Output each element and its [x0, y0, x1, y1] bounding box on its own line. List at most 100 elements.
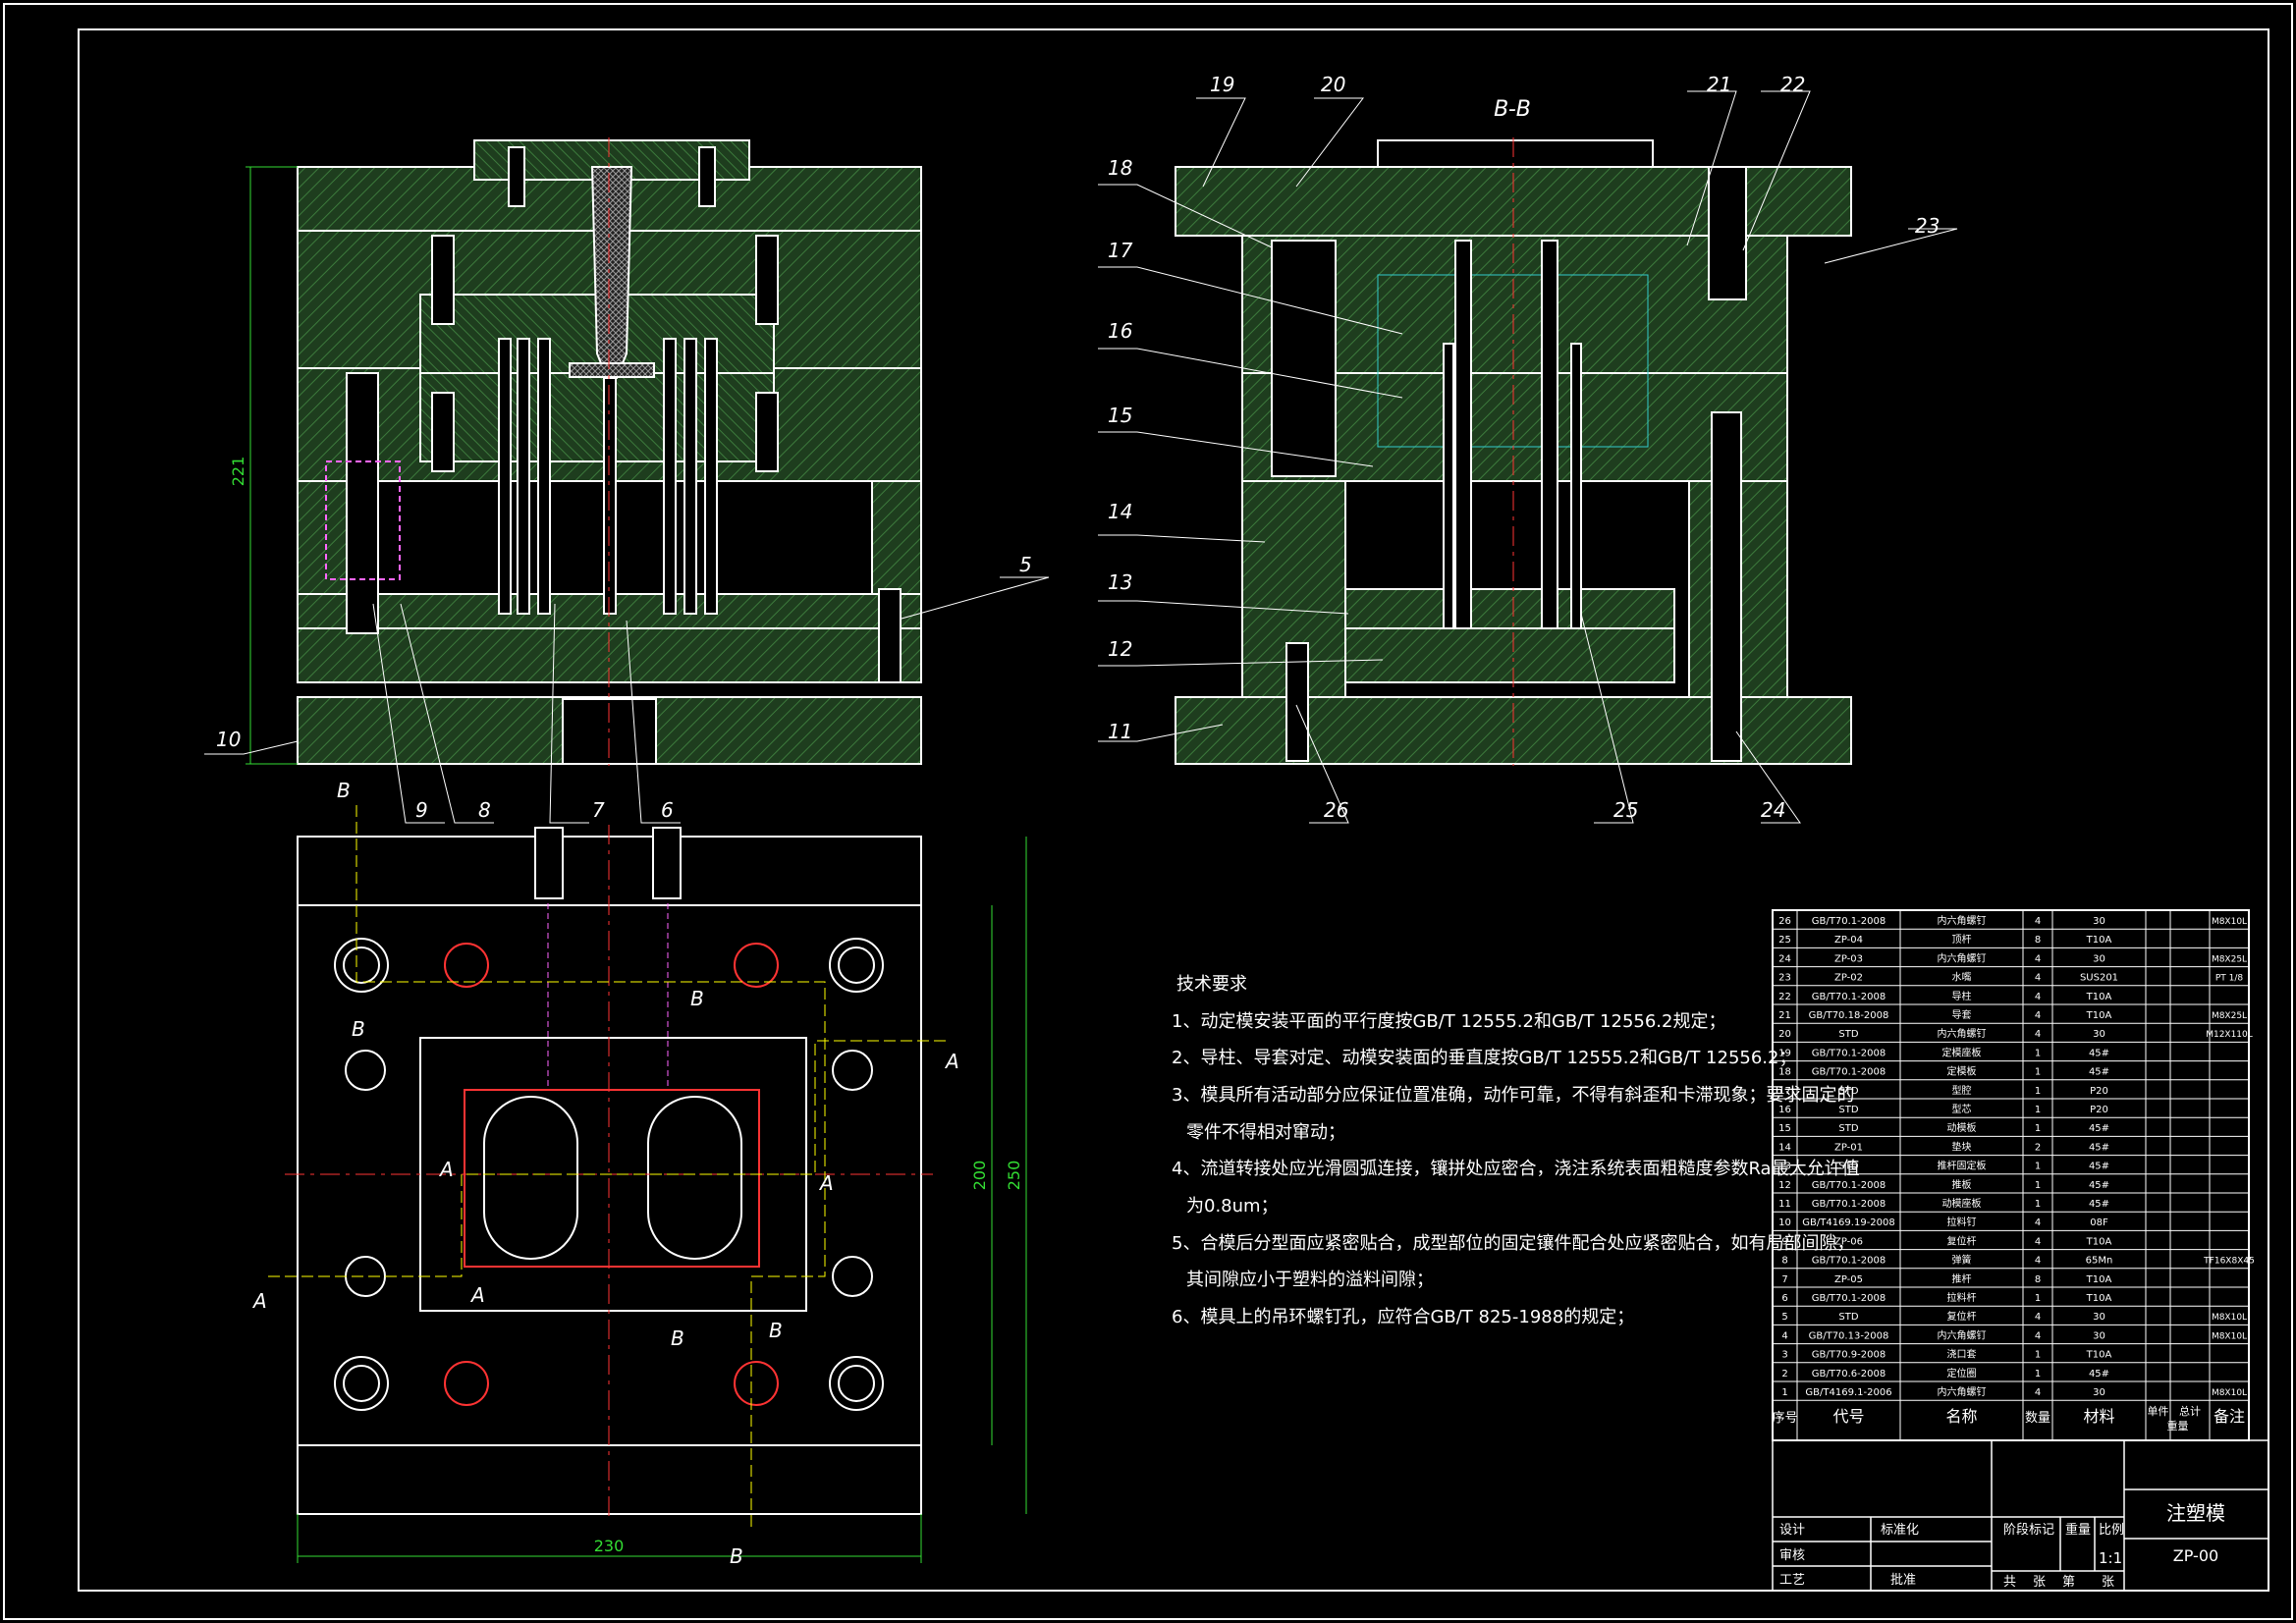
bom-cell-index: 11	[1778, 1199, 1791, 1210]
bom-cell-material: 30	[2093, 1330, 2105, 1341]
dim-height-250: 250	[1005, 1161, 1023, 1191]
guide-pin-right	[1711, 411, 1742, 762]
screw-holes	[444, 943, 779, 1406]
bom-cell-name: 内六角螺钉	[1938, 951, 1987, 964]
bom-cell-name: 导柱	[1952, 990, 1972, 1002]
bom-cell-note: M8X10L	[2212, 1331, 2247, 1341]
bom-cell-index: 22	[1778, 992, 1791, 1002]
bom-cell-name: 弹簧	[1952, 1254, 1972, 1267]
callout-26: 26	[1324, 798, 1348, 822]
bom-cell-note: M8X10L	[2212, 1313, 2247, 1323]
ejector-plate-right	[1344, 627, 1675, 683]
bom-cell-material: 45#	[2089, 1180, 2109, 1191]
bom-cell-index: 21	[1778, 1010, 1791, 1021]
bom-cell-name: 定位圈	[1947, 1367, 1977, 1380]
bom-cell-material: 45#	[2089, 1199, 2109, 1210]
bom-cell-material: 45#	[2089, 1142, 2109, 1153]
bom-cell-name: 内六角螺钉	[1938, 1027, 1987, 1040]
bom-cell-material: SUS201	[2080, 973, 2118, 984]
bom-cell-name: 推杆固定板	[1938, 1160, 1987, 1172]
bom-cell-qty: 4	[2035, 916, 2041, 927]
bom-cell-code: GB/T70.9-2008	[1812, 1350, 1886, 1361]
right-section-view	[1175, 137, 1852, 766]
bom-cell-name: 型腔	[1952, 1084, 1972, 1097]
bom-cell-index: 14	[1778, 1142, 1791, 1153]
bom-cell-code: ZP-02	[1834, 973, 1863, 984]
bom-header-unit: 单件	[2148, 1405, 2169, 1418]
tech-item-2: 2、导柱、导套对定、动模安装面的垂直度按GB/T 12555.2和GB/T 12…	[1172, 1048, 1796, 1068]
bom-cell-qty: 8	[2035, 1274, 2041, 1285]
bom-cell-note: PT 1/8	[2215, 974, 2244, 984]
cut-letter-a-1: A	[944, 1050, 959, 1073]
plan-insert	[464, 1089, 760, 1268]
bom-cell-material: 45#	[2089, 1123, 2109, 1134]
bom-cell-qty: 1	[2035, 1199, 2041, 1210]
bom-cell-material: P20	[2090, 1105, 2108, 1115]
tb-scale: 1:1	[2099, 1549, 2122, 1567]
tech-item-4: 4、流道转接处应光滑圆弧连接，镶拼处应密合，浇注系统表面粗糙度参数Ra最大允许值	[1172, 1159, 1860, 1179]
cavity-2	[647, 1096, 742, 1260]
bom-cell-name: 定模座板	[1942, 1046, 1982, 1058]
bom-cell-qty: 4	[2035, 1387, 2041, 1398]
tb-weight: 重量	[2065, 1522, 2091, 1538]
bom-cell-name: 型芯	[1952, 1103, 1972, 1115]
top-flange-right	[1377, 139, 1654, 168]
bom-cell-index: 25	[1778, 935, 1791, 946]
tb-review: 审核	[1779, 1548, 1805, 1563]
bom-cell-code: GB/T4169.1-2006	[1805, 1387, 1891, 1398]
bom-cell-code: ZP-04	[1834, 935, 1863, 946]
bom-cell-index: 17	[1778, 1086, 1791, 1097]
callout-5: 5	[1019, 553, 1032, 576]
bom-cell-material: T10A	[2086, 1010, 2112, 1021]
bom-cell-code: GB/T70.1-2008	[1812, 1199, 1886, 1210]
bom-header-qty: 数量	[2025, 1411, 2050, 1426]
bom-cell-material: 45#	[2089, 1369, 2109, 1380]
bom-cell-material: 45#	[2089, 1048, 2109, 1058]
tech-heading: 技术要求	[1176, 974, 1247, 995]
tech-item-5: 5、合模后分型面应紧密贴合，成型部位的固定镶件配合处应紧密贴合，如有局部间隙，	[1172, 1233, 1854, 1254]
bom-cell-qty: 1	[2035, 1180, 2041, 1191]
bom-cell-material: T10A	[2086, 1350, 2112, 1361]
title-block	[1772, 1439, 2269, 1592]
inner-frame	[78, 28, 2269, 1592]
bom-cell-qty: 1	[2035, 1067, 2041, 1078]
return-pin-left	[346, 372, 379, 634]
callout-11: 11	[1108, 720, 1132, 743]
bom-cell-qty: 4	[2035, 953, 2041, 964]
spacer-left-b	[871, 480, 922, 595]
callout-numbers: 5 6 7 8 9 10 11 12 13 14 15 16 17 18 19 …	[216, 73, 1940, 822]
spacer-left-a	[297, 480, 348, 595]
bom-cell-material: 30	[2093, 1029, 2105, 1040]
bom-cell-index: 20	[1778, 1029, 1791, 1040]
bom-cell-code: STD	[1838, 1162, 1858, 1172]
bom-cell-material: 45#	[2089, 1067, 2109, 1078]
callout-17: 17	[1108, 239, 1133, 262]
tech-item-4b: 为0.8um；	[1186, 1196, 1279, 1217]
bom-cell-index: 23	[1778, 973, 1791, 984]
bom-cell-name: 推杆	[1952, 1272, 1972, 1285]
bom-cell-code: ZP-06	[1834, 1236, 1863, 1247]
tech-item-3: 3、模具所有活动部分应保证位置准确，动作可靠，不得有斜歪和卡滞现象；要求固定的	[1172, 1085, 1854, 1106]
bom-cell-name: 浇口套	[1947, 1348, 1977, 1361]
guide-holes	[334, 938, 884, 1411]
bom-header-code: 代号	[1832, 1407, 1864, 1426]
bom-cell-qty: 4	[2035, 1236, 2041, 1247]
ejector-retainer-right	[1344, 588, 1675, 629]
callout-25: 25	[1613, 798, 1638, 822]
tb-sheet-of: 张	[2102, 1575, 2114, 1590]
bom-cell-index: 4	[1781, 1330, 1787, 1341]
callout-6: 6	[661, 798, 674, 822]
tb-process: 工艺	[1779, 1573, 1805, 1588]
cut-letter-b-2: B	[352, 1017, 365, 1041]
bom-cell-qty: 4	[2035, 1029, 2041, 1040]
bom-cell-qty: 4	[2035, 992, 2041, 1002]
cut-letter-a-2: A	[438, 1158, 454, 1181]
outer-frame	[3, 3, 2293, 1620]
bom-cell-qty: 4	[2035, 973, 2041, 984]
tech-item-1: 1、动定模安装平面的平行度按GB/T 12555.2和GB/T 12556.2规…	[1172, 1011, 1725, 1032]
bom-cell-index: 18	[1778, 1067, 1791, 1078]
sprue-bushing	[590, 166, 633, 379]
bom-cell-name: 复位杆	[1947, 1310, 1977, 1323]
tb-ratio: 比例	[2099, 1523, 2124, 1538]
bom-cell-qty: 1	[2035, 1086, 2041, 1097]
